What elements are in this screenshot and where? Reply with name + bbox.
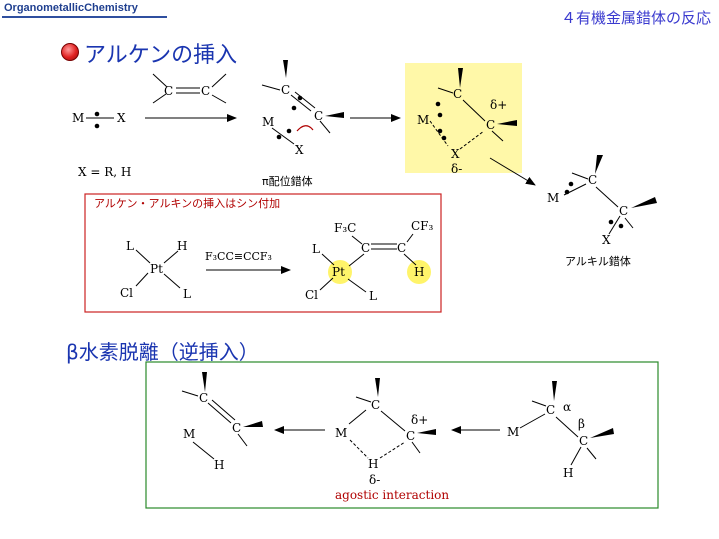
syn-addition-box	[84, 193, 442, 313]
svg-text:C: C	[361, 241, 370, 255]
svg-text:L: L	[183, 287, 191, 301]
svg-text:M: M	[417, 113, 429, 127]
svg-text:X: X	[295, 143, 304, 157]
svg-text:C: C	[397, 241, 406, 255]
alkyl-complex-label: アルキル錯体	[565, 254, 631, 268]
svg-text:M: M	[507, 425, 519, 439]
svg-text:H: H	[214, 458, 224, 472]
svg-text:C: C	[314, 109, 323, 123]
svg-text:M: M	[183, 427, 195, 441]
svg-text:C: C	[546, 403, 555, 417]
svg-text:C: C	[164, 84, 173, 98]
agostic-transition-state: C C δ+ M H δ-	[335, 378, 436, 487]
alkene-hydride-complex: C C M H	[181, 372, 263, 472]
chapter-title: ４有機金属錯体の反応	[560, 9, 711, 27]
svg-text:H: H	[414, 265, 424, 279]
pi-complex-label: π配位錯体	[262, 174, 313, 188]
svg-text:X: X	[451, 147, 460, 161]
alkene: C C	[152, 73, 227, 104]
section-title-beta-elimination: β水素脱離（逆挿入）	[66, 340, 259, 364]
m-x-complex: M X	[72, 111, 126, 129]
svg-text:C: C	[453, 87, 462, 101]
svg-text:L: L	[369, 289, 377, 303]
svg-text:M: M	[262, 115, 274, 129]
svg-text:Pt: Pt	[150, 262, 163, 276]
svg-text:C: C	[232, 421, 241, 435]
transition-state: C C δ+ M X δ-	[417, 68, 517, 176]
syn-addition-note: アルケン・アルキンの挿入はシン付加	[94, 196, 280, 210]
svg-text:X: X	[117, 111, 126, 125]
agostic-label: agostic interaction	[335, 488, 449, 502]
svg-text:C: C	[371, 398, 380, 412]
svg-text:H: H	[563, 466, 573, 480]
svg-text:δ-: δ-	[369, 473, 380, 487]
svg-text:L: L	[312, 242, 320, 256]
x-definition: X = R, H	[78, 165, 131, 179]
svg-text:C: C	[281, 83, 290, 97]
pt-hydride-complex: L H Pt Cl L	[120, 239, 191, 301]
svg-text:C: C	[201, 84, 210, 98]
pi-complex: C C M X	[261, 60, 344, 157]
svg-text:δ+: δ+	[490, 98, 507, 112]
svg-text:α: α	[563, 400, 571, 414]
svg-text:CF₃: CF₃	[411, 219, 434, 233]
header-underline	[2, 16, 167, 18]
svg-text:M: M	[335, 426, 347, 440]
svg-text:M: M	[72, 111, 84, 125]
svg-text:M: M	[547, 191, 559, 205]
svg-text:β: β	[578, 417, 585, 431]
svg-text:Cl: Cl	[305, 288, 318, 302]
svg-text:H: H	[177, 239, 187, 253]
beta-elimination-box	[145, 361, 659, 509]
transition-state-highlight	[405, 63, 522, 173]
svg-text:C: C	[199, 391, 208, 405]
svg-text:C: C	[619, 204, 628, 218]
svg-text:C: C	[579, 434, 588, 448]
svg-text:δ+: δ+	[411, 413, 428, 427]
svg-text:δ-: δ-	[451, 162, 462, 176]
pt-vinyl-complex: F₃C CF₃ C C L Pt H Cl L	[305, 219, 434, 303]
svg-text:Pt: Pt	[332, 265, 345, 279]
alkyne-reagent: F₃CC≡CCF₃	[205, 250, 272, 263]
svg-text:F₃C: F₃C	[334, 221, 356, 235]
svg-text:H: H	[368, 457, 378, 471]
red-bullet-icon	[61, 43, 79, 61]
section-title-insertion: アルケンの挿入	[84, 43, 238, 68]
svg-text:Cl: Cl	[120, 286, 133, 300]
alkyl-start-complex: M C α β C H	[507, 381, 614, 480]
svg-text:C: C	[588, 173, 597, 187]
svg-text:C: C	[486, 118, 495, 132]
alkyl-complex: C M C X	[547, 155, 657, 247]
svg-text:X: X	[602, 233, 611, 247]
course-title: OrganometallicChemistry	[4, 2, 138, 14]
svg-text:L: L	[126, 239, 134, 253]
svg-text:C: C	[406, 429, 415, 443]
